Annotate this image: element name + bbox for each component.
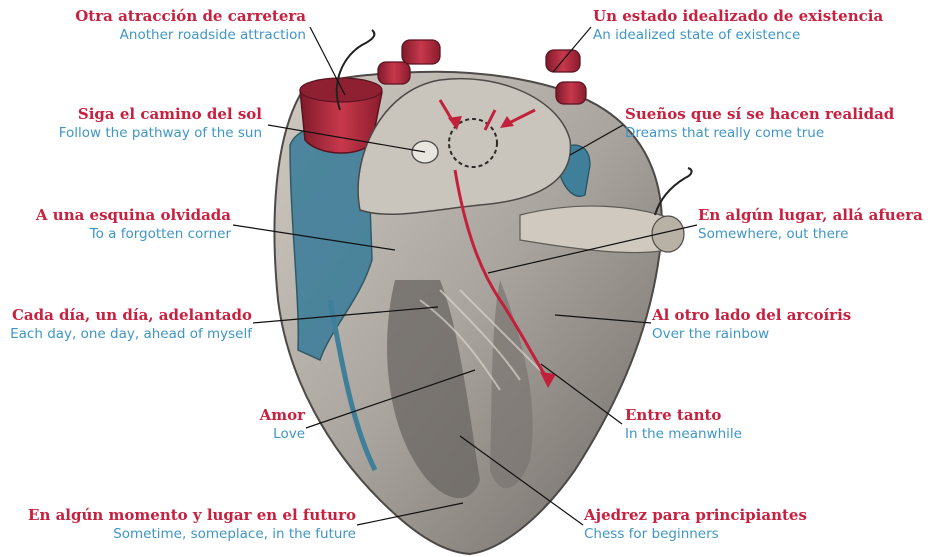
label-amor: Amor Love — [260, 408, 305, 442]
label-algun-lugar: En algún lugar, allá afuera Somewhere, o… — [698, 208, 923, 242]
label-es: Amor — [260, 408, 305, 423]
label-cada-dia: Cada día, un día, adelantado Each day, o… — [10, 308, 252, 342]
label-es: Al otro lado del arcoíris — [652, 308, 851, 323]
label-es: A una esquina olvidada — [36, 208, 231, 223]
label-en: To a forgotten corner — [36, 228, 231, 242]
label-entre-tanto: Entre tanto In the meanwhile — [625, 408, 742, 442]
artery-left-opening — [300, 78, 382, 102]
label-algun-momento: En algún momento y lugar en el futuro So… — [28, 508, 356, 542]
label-en: Each day, one day, ahead of myself — [10, 328, 252, 342]
label-en: Sometime, someplace, in the future — [28, 528, 356, 542]
label-en: Love — [260, 428, 305, 442]
label-en: Somewhere, out there — [698, 228, 923, 242]
label-en: In the meanwhile — [625, 428, 742, 442]
label-es: Entre tanto — [625, 408, 742, 423]
label-es: Un estado idealizado de existencia — [593, 9, 883, 24]
label-es: En algún momento y lugar en el futuro — [28, 508, 356, 523]
label-otra-atraccion: Otra atracción de carretera Another road… — [75, 9, 306, 43]
label-siga-el-camino: Siga el camino del sol Follow the pathwa… — [59, 107, 262, 141]
label-ajedrez: Ajedrez para principiantes Chess for beg… — [584, 508, 807, 542]
label-en: Dreams that really come true — [625, 127, 894, 141]
label-en: Another roadside attraction — [75, 29, 306, 43]
label-es: Sueños que sí se hacen realidad — [625, 107, 894, 122]
label-otro-lado: Al otro lado del arcoíris Over the rainb… — [652, 308, 851, 342]
label-esquina-olvidada: A una esquina olvidada To a forgotten co… — [36, 208, 231, 242]
label-es: En algún lugar, allá afuera — [698, 208, 923, 223]
label-estado-idealizado: Un estado idealizado de existencia An id… — [593, 9, 883, 43]
label-es: Ajedrez para principiantes — [584, 508, 807, 523]
label-en: Follow the pathway of the sun — [59, 127, 262, 141]
label-es: Cada día, un día, adelantado — [10, 308, 252, 323]
label-es: Otra atracción de carretera — [75, 9, 306, 24]
label-en: Over the rainbow — [652, 328, 851, 342]
label-es: Siga el camino del sol — [59, 107, 262, 122]
label-suenos: Sueños que sí se hacen realidad Dreams t… — [625, 107, 894, 141]
label-en: An idealized state of existence — [593, 29, 883, 43]
label-en: Chess for beginners — [584, 528, 807, 542]
